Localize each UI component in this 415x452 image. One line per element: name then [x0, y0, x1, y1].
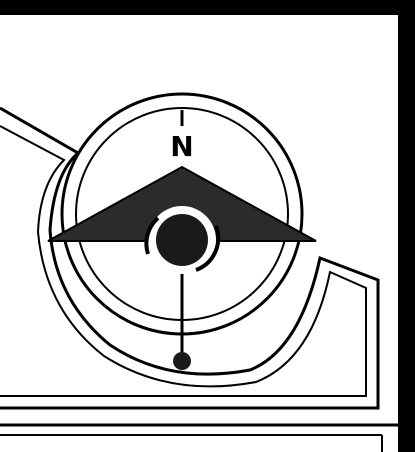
road-outline-inner	[0, 125, 367, 397]
lower-strip	[0, 427, 398, 452]
compass-hub	[156, 214, 208, 266]
hub-arc-right	[195, 225, 221, 272]
road-outline-outer	[0, 106, 380, 410]
north-label: N	[170, 130, 193, 163]
needle-tip	[173, 352, 191, 370]
hub-arc-left	[144, 216, 160, 255]
